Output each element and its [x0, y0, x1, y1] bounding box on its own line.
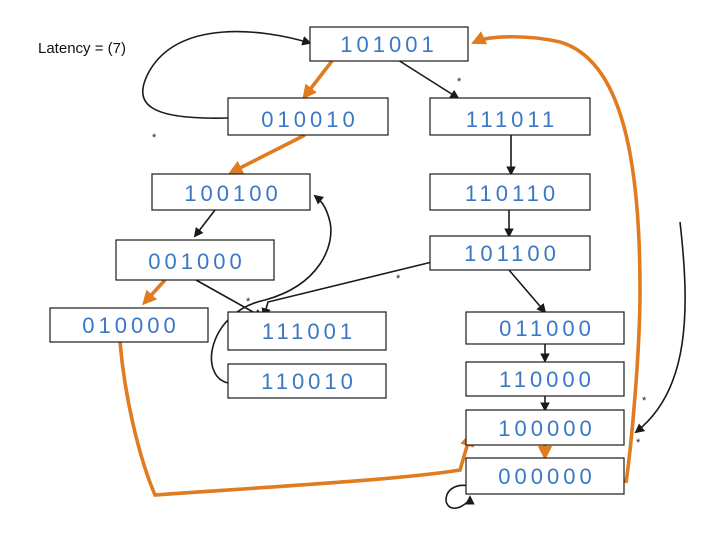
state-111011: 111011 — [429, 97, 591, 136]
star-marker-2: * — [152, 132, 157, 144]
edge-orange-101001-to-010010 — [302, 59, 334, 100]
edge-000000-self-loop — [445, 484, 475, 509]
state-001000: 001000 — [115, 239, 275, 281]
state-010010-label: 010010 — [261, 107, 358, 132]
state-110010-label: 110010 — [261, 369, 357, 394]
state-100000-label: 100000 — [498, 416, 595, 441]
edge-101001-to-111011 — [397, 59, 460, 100]
state-011000: 011000 — [465, 311, 625, 345]
state-111011-label: 111011 — [466, 107, 559, 132]
state-010010: 010010 — [227, 97, 389, 136]
state-101100: 101100 — [429, 235, 591, 271]
state-101001-label: 101001 — [340, 32, 437, 57]
star-marker-4: * — [246, 296, 251, 308]
state-110000: 110000 — [465, 361, 625, 397]
state-101100-label: 101100 — [464, 241, 560, 266]
state-110110-label: 110110 — [465, 181, 559, 206]
edge-orange-001000-to-010000 — [142, 278, 167, 306]
state-100000: 100000 — [465, 409, 625, 446]
state-000000-label: 000000 — [498, 464, 595, 489]
state-010000: 010000 — [49, 307, 209, 343]
state-010000-label: 010000 — [82, 313, 179, 338]
edge-100100-to-001000 — [193, 209, 216, 238]
latency-label: Latency = (7) — [38, 40, 126, 57]
star-marker-3: * — [396, 273, 401, 285]
star-marker-6: * — [636, 437, 641, 449]
state-111001-label: 111001 — [262, 319, 356, 344]
edge-101100-to-011000 — [508, 269, 547, 314]
edge-orange-010010-to-100100 — [228, 133, 306, 174]
edge-010010-to-101001 — [141, 30, 312, 119]
edge-orange-000000-to-101001 — [471, 31, 642, 484]
state-100100-label: 100100 — [184, 181, 281, 206]
state-100100: 100100 — [151, 173, 311, 211]
state-011000-label: 011000 — [499, 316, 595, 341]
state-111001: 111001 — [227, 311, 387, 351]
star-marker-5: * — [642, 395, 647, 407]
state-000000: 000000 — [465, 457, 625, 495]
state-110000-label: 110000 — [499, 367, 595, 392]
edge-110010-to-100100 — [210, 194, 332, 384]
edge-001000-to-111001 — [195, 279, 264, 318]
state-101001: 101001 — [309, 26, 469, 62]
state-001000-label: 001000 — [148, 249, 245, 274]
edge-101100-to-111001 — [261, 261, 433, 318]
star-marker-1: * — [457, 76, 462, 88]
edge-right-to-100000 — [634, 221, 686, 434]
state-110010: 110010 — [227, 363, 387, 399]
state-110110: 110110 — [429, 173, 591, 211]
edge-orange-010000-to-100000 — [118, 341, 475, 497]
